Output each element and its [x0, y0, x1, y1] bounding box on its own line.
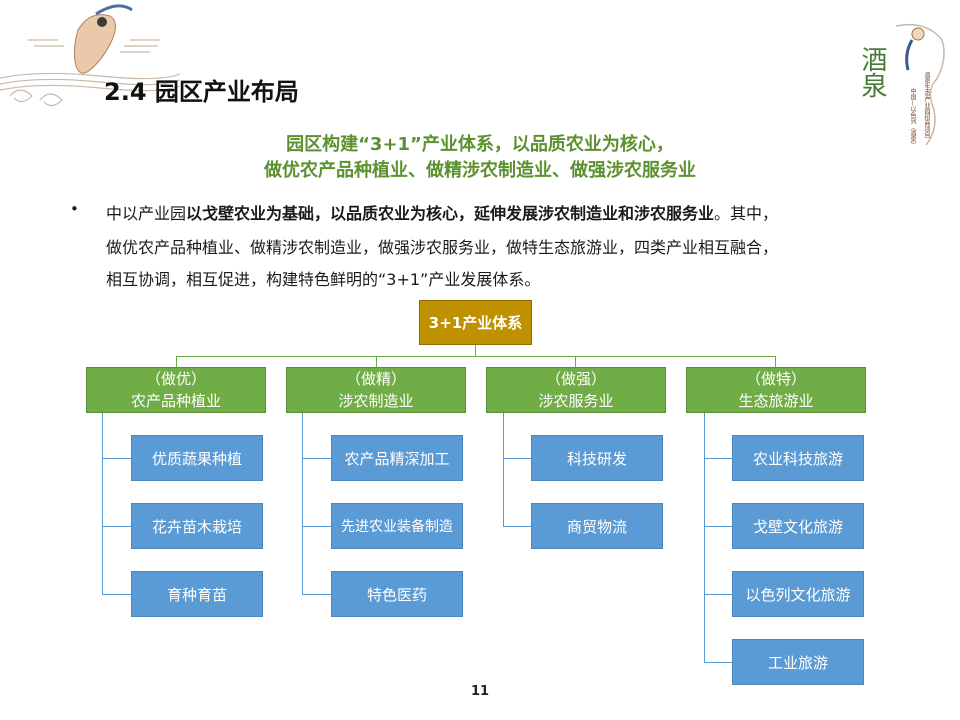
- leaf-tick-4-4: [704, 662, 732, 663]
- branch-line-4: [704, 413, 705, 663]
- leaf-label-1-2: 花卉苗木栽培: [151, 517, 242, 536]
- leaf-label-4-3: 以色列文化旅游: [745, 585, 851, 604]
- category-tag-1: （做优）: [145, 370, 206, 388]
- branch-line-2: [302, 413, 303, 595]
- leaf-node-3-1: 科技研发: [531, 435, 663, 481]
- leaf-label-1-3: 育种育苗: [166, 585, 227, 604]
- logo-caption-1: 酒泉生态产业园招商项目: [923, 72, 930, 138]
- leaf-node-2-1: 农产品精深加工: [331, 435, 463, 481]
- leaf-node-2-3: 特色医药: [331, 571, 463, 617]
- leaf-tick-3-1: [503, 458, 531, 459]
- leaf-tick-2-3: [302, 594, 331, 595]
- leaf-tick-3-2: [503, 526, 531, 527]
- category-node-2: （做精） 涉农制造业: [286, 367, 466, 413]
- bullet-dot: •: [70, 200, 79, 218]
- subtitle-line-2: 做优农产品种植业、做精涉农制造业、做强涉农服务业: [264, 160, 696, 181]
- leaf-tick-2-1: [302, 458, 331, 459]
- leaf-node-1-1: 优质蔬果种植: [131, 435, 263, 481]
- leaf-label-4-1: 农业科技旅游: [752, 449, 843, 468]
- leaf-label-2-1: 农产品精深加工: [344, 449, 450, 468]
- leaf-tick-1-2: [102, 526, 131, 527]
- leaf-tick-2-2: [302, 526, 331, 527]
- category-name-4: 生态旅游业: [738, 392, 814, 410]
- connector-cat-4: [775, 356, 776, 368]
- logo-caption-2: 中国—以色列（酒泉）: [909, 88, 916, 148]
- leaf-label-2-2: 先进农业装备制造: [341, 519, 453, 535]
- category-tag-4: （做特）: [745, 370, 806, 388]
- category-node-3: （做强） 涉农服务业: [486, 367, 666, 413]
- logo-art: [895, 23, 945, 146]
- connector-cat-3: [575, 356, 576, 368]
- leaf-node-2-2: 先进农业装备制造: [331, 503, 463, 549]
- leaf-node-4-3: 以色列文化旅游: [732, 571, 864, 617]
- body-line-2: 做优农产品种植业、做精涉农制造业，做强涉农服务业，做特生态旅游业，四类产业相互融…: [106, 238, 779, 257]
- leaf-tick-1-1: [102, 458, 131, 459]
- category-name-2: 涉农制造业: [338, 392, 414, 410]
- logo-text: 酒泉: [857, 46, 887, 98]
- header-decoration: [0, 4, 180, 107]
- leaf-node-4-2: 戈壁文化旅游: [732, 503, 864, 549]
- leaf-tick-4-3: [704, 594, 732, 595]
- leaf-label-2-3: 特色医药: [366, 585, 427, 604]
- subtitle-line-1: 园区构建“3+1”产业体系，以品质农业为核心，: [286, 134, 674, 155]
- category-tag-2: （做精）: [345, 370, 406, 388]
- category-name-3: 涉农服务业: [538, 392, 614, 410]
- connector-horizontal: [176, 356, 776, 357]
- body-line-3: 相互协调，相互促进，构建特色鲜明的“3+1”产业发展体系。: [106, 270, 541, 289]
- body-line-1: 中以产业园以戈壁农业为基础，以品质农业为核心，延伸发展涉农制造业和涉农服务业。其…: [106, 200, 778, 224]
- branch-line-3: [503, 413, 504, 527]
- category-name-1: 农产品种植业: [130, 392, 221, 410]
- body-line-1-prefix: 中以产业园: [106, 204, 187, 223]
- leaf-tick-4-1: [704, 458, 732, 459]
- leaf-node-1-3: 育种育苗: [131, 571, 263, 617]
- body-line-1-bold: 以戈壁农业为基础，以品质农业为核心，延伸发展涉农制造业和涉农服务业: [186, 204, 715, 223]
- branch-line-1: [102, 413, 103, 595]
- leaf-label-1-1: 优质蔬果种植: [151, 449, 242, 468]
- leaf-node-3-2: 商贸物流: [531, 503, 663, 549]
- leaf-label-4-2: 戈壁文化旅游: [752, 517, 843, 536]
- leaf-node-4-1: 农业科技旅游: [732, 435, 864, 481]
- connector-cat-2: [376, 356, 377, 368]
- leaf-node-4-4: 工业旅游: [732, 639, 864, 685]
- category-node-1: （做优） 农产品种植业: [86, 367, 266, 413]
- connector-cat-1: [176, 356, 177, 368]
- leaf-tick-1-3: [102, 594, 131, 595]
- root-node: 3+1产业体系: [419, 300, 532, 345]
- leaf-node-1-2: 花卉苗木栽培: [131, 503, 263, 549]
- leaf-label-4-4: 工业旅游: [767, 653, 828, 672]
- leaf-label-3-2: 商贸物流: [566, 517, 627, 536]
- connector-root-down: [475, 345, 476, 357]
- root-node-label: 3+1产业体系: [428, 314, 523, 332]
- leaf-label-3-1: 科技研发: [566, 449, 627, 468]
- category-tag-3: （做强）: [545, 370, 606, 388]
- brand-logo: 酒泉 酒泉生态产业园招商项目 中国—以色列（酒泉）: [856, 20, 948, 160]
- leaf-tick-4-2: [704, 526, 732, 527]
- body-line-1-suffix: 。其中，: [714, 204, 779, 223]
- page-title: 2.4 园区产业布局: [104, 78, 299, 106]
- category-node-4: （做特） 生态旅游业: [686, 367, 866, 413]
- page-number: 11: [470, 684, 490, 699]
